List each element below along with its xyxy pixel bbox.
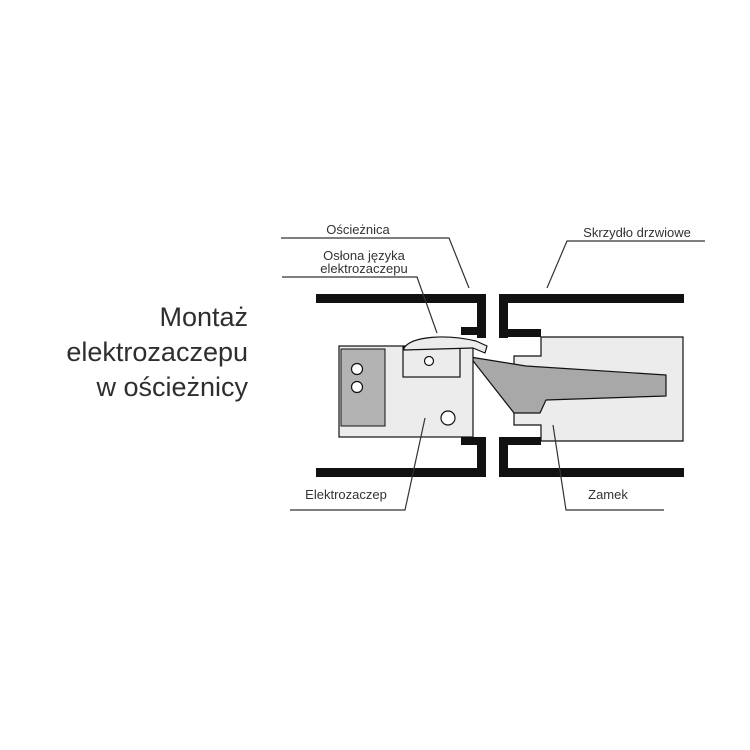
leaf-top-return (499, 294, 508, 338)
leader-frame (281, 237, 470, 289)
label-cover-line-2: elektrozaczepu (320, 261, 407, 276)
terminal-screw-1 (350, 362, 364, 376)
label-lock: Zamek (588, 487, 628, 502)
electric-strike (338, 336, 488, 438)
leader-door-leaf (546, 240, 705, 289)
diagram-title: Montaż elektrozaczepu w ościeżnicy (66, 302, 248, 402)
title-line-2: elektrozaczepu (66, 337, 248, 367)
frame-bottom-return (477, 437, 486, 477)
leaf-top-bar (499, 294, 684, 303)
cover-screw (423, 355, 435, 367)
frame-top-bar (316, 294, 486, 303)
door-leaf (499, 294, 684, 477)
leader-lines (281, 237, 705, 511)
lock-body (469, 336, 684, 442)
leader-strike (290, 417, 426, 511)
label-strike: Elektrozaczep (305, 487, 387, 502)
title-line-3: w ościeżnicy (95, 372, 248, 402)
leader-lock (552, 424, 664, 511)
frame-top-return (477, 294, 486, 338)
strike-mount-hole (440, 410, 456, 426)
door-frame (316, 294, 486, 477)
label-door-leaf: Skrzydło drzwiowe (583, 225, 691, 240)
part-labels: Ościeżnica Osłona języka elektrozaczepu … (305, 222, 691, 502)
leaf-top-lip (499, 329, 541, 337)
leaf-bottom-lip (499, 437, 541, 445)
title-line-1: Montaż (159, 302, 248, 332)
frame-bottom-lip (461, 437, 486, 445)
frame-top-lip (461, 327, 486, 335)
frame-bottom-bar (316, 468, 486, 477)
leader-cover (282, 276, 438, 334)
terminal-screw-2 (350, 380, 364, 394)
label-frame: Ościeżnica (326, 222, 390, 237)
latch-bolt (469, 356, 667, 414)
label-cover-line-1: Osłona języka (323, 248, 405, 263)
leaf-bottom-bar (499, 468, 684, 477)
leaf-bottom-return (499, 437, 508, 477)
strike-keeper (403, 336, 488, 354)
